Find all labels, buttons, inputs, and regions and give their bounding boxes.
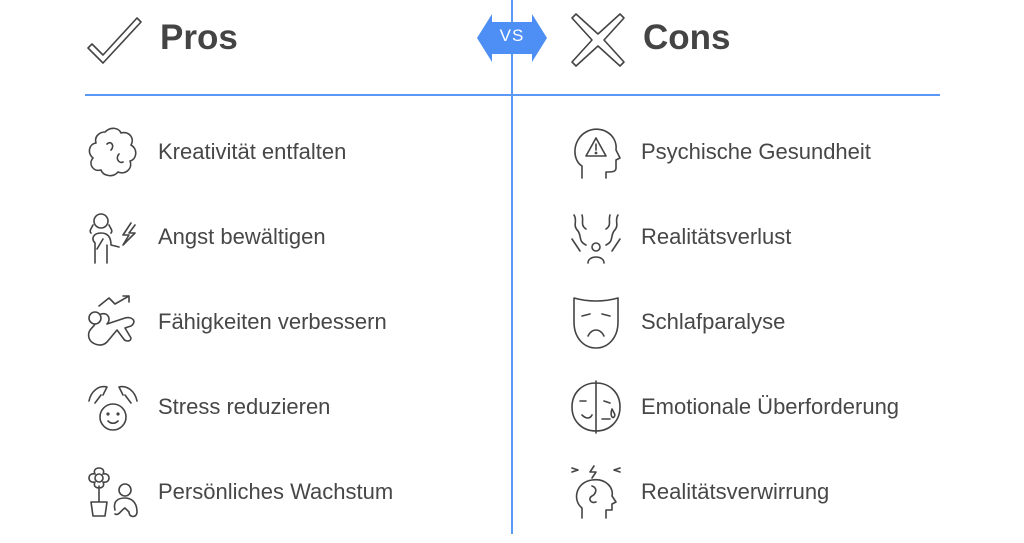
brain-cloud-icon [88,127,137,177]
pro-item: Angst bewältigen [85,207,326,267]
pro-item: Fähigkeiten verbessern [85,292,387,352]
header-divider [85,94,940,96]
growth-person-icon [87,295,135,346]
vs-label: VS [499,26,525,45]
pro-label: Fähigkeiten verbessern [158,309,387,334]
pro-item: Persönliches Wachstum [85,462,393,522]
pro-label: Angst bewältigen [158,224,326,249]
center-divider [511,0,513,534]
con-label: Realitätsverlust [641,224,792,249]
pro-label: Kreativität entfalten [158,139,347,164]
con-label: Schlafparalyse [641,309,786,334]
pro-label: Stress reduzieren [158,394,331,419]
con-item: Realitätsverwirrung [568,462,829,522]
pro-item: Stress reduzieren [85,377,330,437]
checkmark-icon [87,17,142,64]
pro-item: Kreativität entfalten [85,122,346,182]
cons-title: Cons [643,18,731,57]
woman-lightning-icon [89,213,136,264]
con-label: Realitätsverwirrung [641,479,830,504]
con-item: Realitätsverlust [568,207,791,267]
con-label: Psychische Gesundheit [641,139,871,164]
pros-title: Pros [160,18,238,57]
con-item: Emotionale Überforderung [568,377,899,437]
con-label: Emotionale Überforderung [641,394,900,419]
confused-head-icon [571,465,621,519]
vs-badge: VS [477,12,547,64]
split-emotion-face-icon [571,380,621,434]
care-hands-icon [88,385,138,431]
head-warning-icon [574,128,621,179]
con-item: Psychische Gesundheit [568,122,871,182]
cross-icon [571,13,625,67]
flower-person-icon [88,467,138,518]
reality-loss-icon [571,214,621,264]
con-item: Schlafparalyse [568,292,785,352]
pro-label: Persönliches Wachstum [158,479,394,504]
sad-mask-icon [573,297,619,349]
